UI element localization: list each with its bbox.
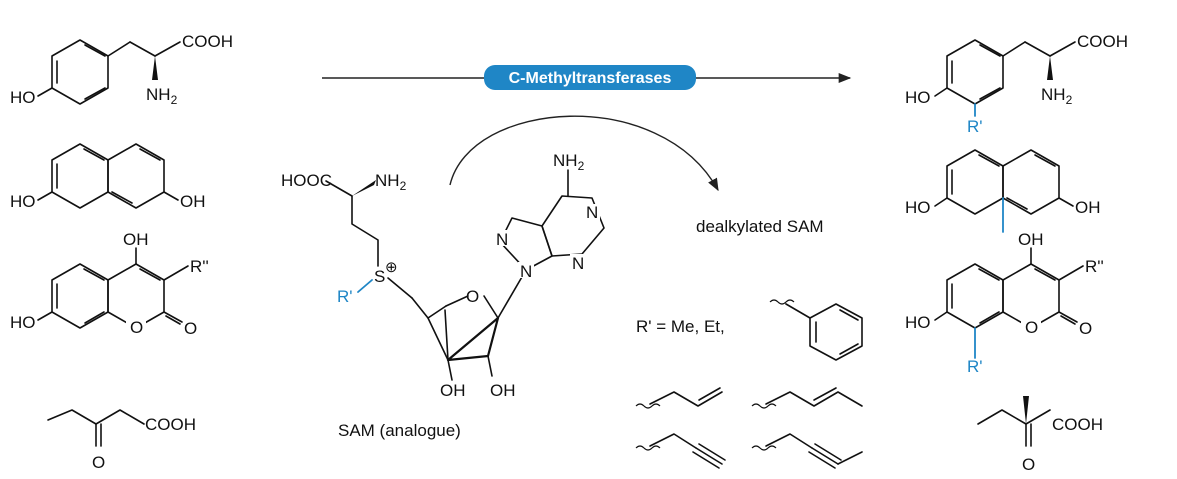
label-oh: OH bbox=[123, 230, 149, 249]
label-n: N bbox=[520, 262, 532, 281]
label-o: O bbox=[1025, 318, 1038, 337]
label-plus: ⊕ bbox=[385, 259, 398, 276]
product-methyl-coumarin: O O OH R'' HO R' bbox=[905, 230, 1104, 376]
label-r-double: R'' bbox=[190, 257, 209, 276]
r-butynyl bbox=[751, 433, 863, 469]
label-oh: OH bbox=[490, 381, 516, 400]
label-ho: HO bbox=[10, 192, 36, 211]
label-r-prime: R' bbox=[337, 287, 353, 306]
label-o: O bbox=[92, 453, 105, 472]
label-cooh: COOH bbox=[182, 32, 233, 51]
label-hooc: HOOC bbox=[281, 171, 332, 190]
product-methyl-naphthalenediol: HO OH bbox=[905, 149, 1101, 233]
reaction-arrow bbox=[322, 72, 852, 192]
label-r-prime: R' bbox=[967, 357, 983, 376]
label-nh2: NH2 bbox=[375, 171, 407, 193]
label-r-prime: R' bbox=[967, 117, 983, 136]
substrate-tyrosine: HO COOH NH2 bbox=[10, 32, 233, 107]
label-r-double: R'' bbox=[1085, 257, 1104, 276]
label-ho: HO bbox=[10, 88, 36, 107]
label-o: O bbox=[130, 318, 143, 337]
r-allyl bbox=[635, 387, 723, 409]
label-n: N bbox=[572, 254, 584, 273]
label-ho: HO bbox=[905, 313, 931, 332]
label-ho: HO bbox=[905, 88, 931, 107]
label-o: O bbox=[466, 287, 479, 306]
enzyme-label: C-Methyltransferases bbox=[509, 70, 672, 87]
r-benzyl bbox=[769, 299, 863, 361]
product-methyl-ketoacid: COOH O bbox=[977, 396, 1103, 474]
substrate-naphthalenediol: HO OH bbox=[10, 143, 206, 211]
label-o: O bbox=[1022, 455, 1035, 474]
product-methyl-tyrosine: HO R' COOH NH2 bbox=[905, 32, 1128, 136]
label-oh: OH bbox=[440, 381, 466, 400]
substrate-ketoacid: COOH O bbox=[47, 409, 196, 472]
label-oh: OH bbox=[1018, 230, 1044, 249]
label-s: S bbox=[374, 267, 385, 286]
cofactor-caption: SAM (analogue) bbox=[338, 421, 461, 440]
label-cooh: COOH bbox=[1052, 415, 1103, 434]
label-nh2: NH2 bbox=[553, 151, 585, 173]
label-cooh: COOH bbox=[1077, 32, 1128, 51]
label-o: O bbox=[184, 319, 197, 338]
label-n: N bbox=[586, 203, 598, 222]
label-nh2: NH2 bbox=[146, 85, 178, 107]
label-cooh: COOH bbox=[145, 415, 196, 434]
sam-structure: HOOC NH2 R' S ⊕ O OH OH NH2 N N N N bbox=[281, 151, 605, 400]
label-oh: OH bbox=[1075, 198, 1101, 217]
label-n: N bbox=[496, 230, 508, 249]
r-definition-label: R' = Me, Et, bbox=[636, 317, 725, 336]
label-ho: HO bbox=[905, 198, 931, 217]
substrate-coumarin: O O OH R'' HO bbox=[10, 230, 209, 338]
label-o: O bbox=[1079, 319, 1092, 338]
r-propargyl bbox=[635, 433, 726, 469]
label-nh2: NH2 bbox=[1041, 85, 1073, 107]
enzyme-badge: C-Methyltransferases bbox=[484, 65, 696, 90]
r-crotyl bbox=[751, 387, 863, 409]
label-ho: HO bbox=[10, 313, 36, 332]
label-oh: OH bbox=[180, 192, 206, 211]
byproduct-label: dealkylated SAM bbox=[696, 217, 824, 236]
